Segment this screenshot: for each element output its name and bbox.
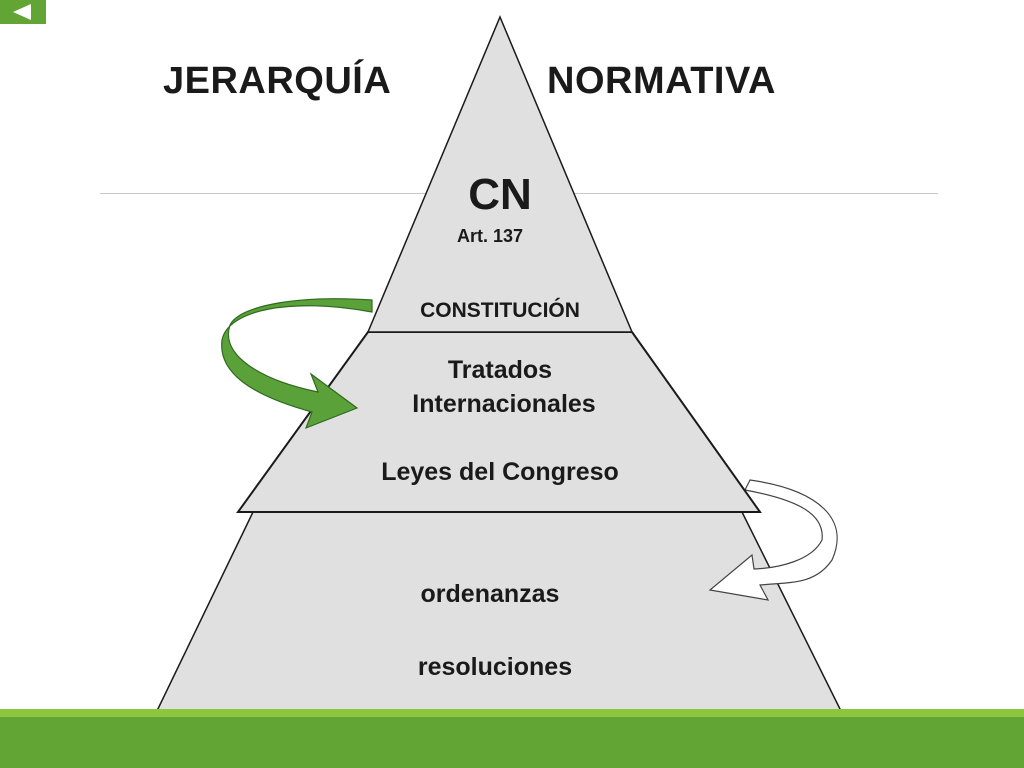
curved-arrow-right: [708, 479, 838, 601]
footer-band: [0, 717, 1024, 768]
pyramid-bottom-line2: resoluciones: [417, 653, 573, 681]
footer-accent-stripe: [0, 709, 1024, 717]
pyramid-top-name: CONSTITUCIÓN: [420, 299, 580, 322]
pyramid-top-abbr: CN: [468, 170, 532, 219]
pyramid-middle-line3: Leyes del Congreso: [381, 458, 619, 486]
pyramid-middle-line1: Tratados: [447, 356, 553, 384]
title-left: JERARQUÍA: [163, 60, 392, 102]
pyramid-top-tier: [366, 15, 634, 333]
triangle-left-icon: [13, 4, 31, 20]
pyramid-bottom-line1: ordenanzas: [420, 580, 560, 608]
title-right: NORMATIVA: [547, 60, 776, 102]
back-button[interactable]: [0, 0, 46, 24]
pyramid-top-article: Art. 137: [456, 226, 524, 246]
curved-arrow-left: [221, 298, 373, 430]
pyramid-bottom-tier: [153, 511, 845, 716]
pyramid-middle-line2: Internacionales: [412, 390, 596, 418]
